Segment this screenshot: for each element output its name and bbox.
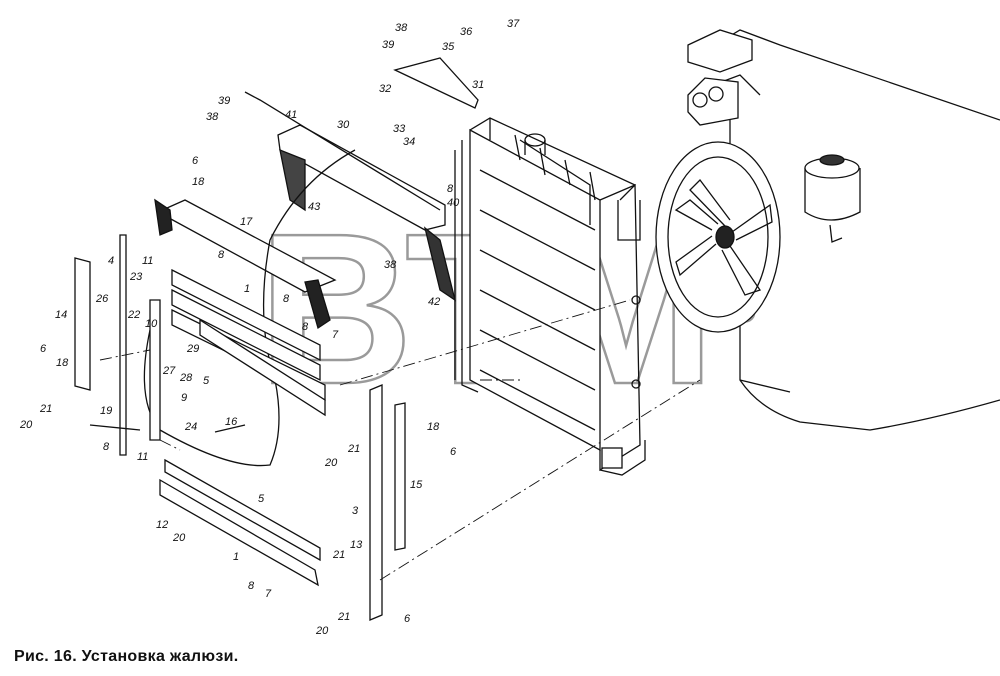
callout-12: 12	[156, 519, 168, 531]
callout-20a: 20	[19, 419, 33, 431]
callout-22: 22	[127, 309, 140, 321]
callout-27: 27	[162, 365, 176, 377]
callout-28: 28	[179, 372, 193, 384]
side-plate-14	[74, 257, 91, 391]
callout-6d: 6	[404, 613, 411, 625]
callout-6c: 6	[450, 446, 457, 458]
callout-18c: 18	[427, 421, 440, 433]
callout-3: 3	[352, 505, 359, 517]
callout-39: 39	[382, 39, 394, 51]
figure-caption: Рис. 16. Установка жалюзи.	[14, 648, 239, 665]
callout-32: 32	[379, 83, 391, 95]
callout-1a: 1	[244, 283, 250, 295]
callout-31: 31	[472, 79, 484, 91]
callout-21c: 13	[350, 539, 363, 551]
callout-1b: 1	[233, 551, 239, 563]
louver-slats-upper	[171, 268, 326, 417]
callout-6b: 6	[40, 343, 47, 355]
engine-bracket	[687, 29, 753, 126]
callout-39b: 39	[218, 95, 230, 107]
callout-18a: 18	[192, 176, 205, 188]
callout-8e: 8	[103, 441, 110, 453]
callout-14: 14	[55, 309, 67, 321]
bolt-hole	[692, 92, 708, 108]
callout-6a: 6	[192, 155, 199, 167]
bolt-hole	[708, 86, 724, 102]
callout-38c: 38	[384, 259, 397, 271]
callout-11b: 11	[137, 451, 148, 463]
callout-7a: 7	[332, 329, 339, 341]
callout-9: 9	[181, 392, 187, 404]
drawing	[74, 29, 1000, 621]
louver-slats-lower	[159, 458, 321, 587]
callout-40: 40	[447, 197, 460, 209]
callout-8c: 8	[283, 293, 290, 305]
callout-20d: 20	[315, 625, 329, 637]
callout-10: 10	[145, 318, 158, 330]
callout-34: 34	[403, 136, 415, 148]
callout-13: 20	[172, 532, 186, 544]
callout-8a: 8	[447, 183, 454, 195]
callout-4: 4	[108, 255, 114, 267]
callout-5a: 5	[203, 375, 210, 387]
callout-16: 16	[225, 416, 238, 428]
callout-20b: 20	[324, 457, 338, 469]
callout-41: 41	[285, 109, 297, 121]
callout-7b: 7	[265, 588, 272, 600]
fan	[655, 141, 781, 333]
callout-36: 36	[460, 26, 473, 38]
callout-38: 38	[395, 22, 408, 34]
callout-11a: 11	[142, 255, 153, 267]
callout-38b: 38	[206, 111, 219, 123]
callout-8b: 8	[218, 249, 225, 261]
callout-8f: 8	[248, 580, 255, 592]
callout-labels: 38 39 36 37 35 32 31 39 38 41 30 33 34 6…	[19, 18, 520, 637]
bracket-43	[244, 91, 457, 302]
callout-5b: 5	[258, 493, 265, 505]
callout-20c: 21	[332, 549, 345, 561]
louver-frame-upper	[154, 198, 337, 330]
callout-37: 37	[507, 18, 520, 30]
side-plate-15	[394, 402, 406, 551]
callout-21a: 21	[39, 403, 52, 415]
rod-19	[89, 424, 141, 431]
perforated-strip-4	[119, 234, 127, 456]
callout-21b: 21	[347, 443, 360, 455]
rod-16	[214, 424, 246, 433]
engine-outline	[689, 29, 1000, 431]
callout-42: 42	[428, 296, 440, 308]
callout-24: 24	[184, 421, 197, 433]
callout-33: 33	[393, 123, 406, 135]
bracket-31	[393, 57, 479, 109]
callout-17: 17	[240, 216, 253, 228]
callout-8d: 8	[302, 321, 309, 333]
callout-18b: 18	[56, 357, 69, 369]
callout-15: 15	[410, 479, 423, 491]
oil-filter	[804, 154, 861, 243]
callout-21d: 21	[337, 611, 350, 623]
callout-30: 30	[337, 119, 350, 131]
perforated-strip-3	[369, 384, 383, 621]
callout-29: 29	[186, 343, 199, 355]
callout-19: 19	[100, 405, 112, 417]
radiator	[454, 117, 646, 476]
callout-26: 26	[95, 293, 109, 305]
callout-35: 35	[442, 41, 455, 53]
callout-43: 43	[308, 201, 321, 213]
callout-23: 23	[129, 271, 143, 283]
